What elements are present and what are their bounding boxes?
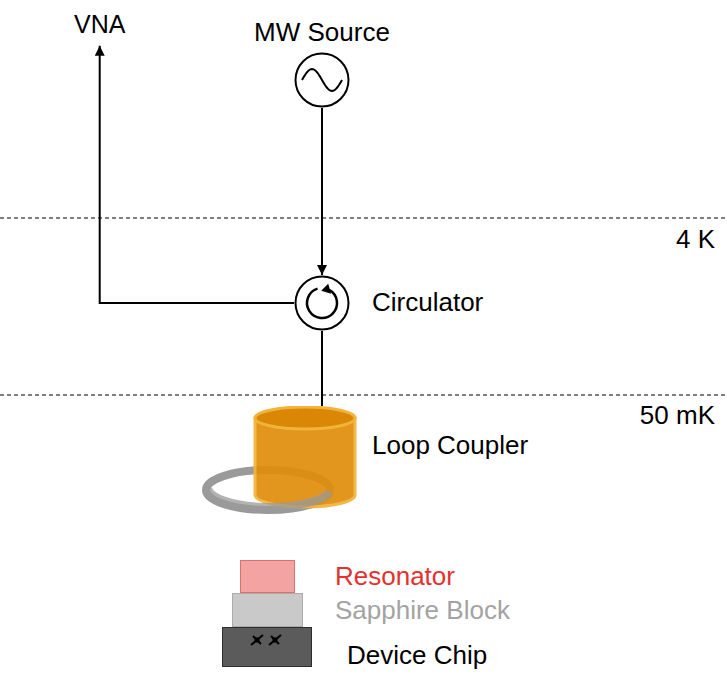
circulator-node: Circulator [294,275,350,331]
stage-boundary [0,217,727,219]
signal-line [321,108,323,275]
loop-coupler-node: Loop Coupler [200,406,360,516]
temperature-label: 4 K [676,225,715,255]
source-symbol [294,52,350,108]
circulator-symbol [294,275,350,331]
source-node: MW Source [294,52,350,108]
node-label: MW Source [254,18,390,48]
loop-coupler-symbol [200,406,360,516]
device-chip: Device Chip [222,627,312,667]
junction-symbol [223,628,311,666]
node-label: Sapphire Block [335,596,510,626]
node-label: Circulator [372,288,483,318]
signal-line [100,46,294,303]
node-label: Resonator [335,562,455,592]
node-label: Loop Coupler [372,431,528,461]
instrument-label: VNA [70,8,129,41]
signal-line [321,331,323,406]
resonator-block: Resonator [240,560,295,593]
sapphire-block: Sapphire Block [232,593,303,627]
node-label: VNA [74,10,125,39]
temperature-label: 50 mK [640,401,715,431]
stage-boundary [0,394,727,396]
node-label: Device Chip [347,641,487,671]
